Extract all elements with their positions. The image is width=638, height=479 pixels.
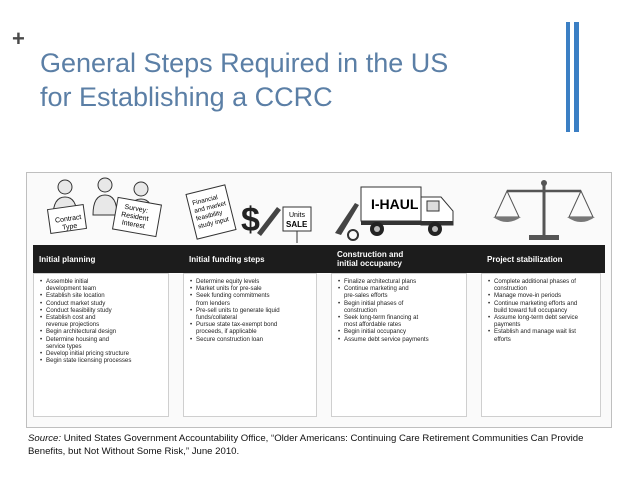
- list-item: Assume debt service payments: [338, 336, 462, 343]
- list-item: Establish site location: [40, 292, 164, 299]
- accent-bar-right: [574, 22, 579, 132]
- process-step: Initial planningAssemble initial develop…: [33, 245, 181, 421]
- list-item: Market units for pre-sale: [190, 285, 312, 292]
- list-item: Conduct feasibility study: [40, 307, 164, 314]
- list-item: Manage move-in periods: [488, 292, 596, 299]
- list-item: Continue marketing efforts and build tow…: [488, 300, 596, 314]
- scale-illustration: [493, 180, 595, 240]
- slide-title: General Steps Required in the US for Est…: [40, 46, 540, 114]
- list-item: Establish and manage wait list efforts: [488, 328, 596, 342]
- step-task-list: Finalize architectural plansContinue mar…: [338, 278, 462, 343]
- list-item: Determine housing and service types: [40, 336, 164, 350]
- list-item: Complete additional phases of constructi…: [488, 278, 596, 292]
- process-step: Project stabilizationComplete additional…: [481, 245, 605, 421]
- title-line-1: General Steps Required in the US: [40, 48, 449, 78]
- list-item: Begin initial phases of construction: [338, 300, 462, 314]
- step-task-panel: Complete additional phases of constructi…: [481, 273, 601, 417]
- step-label: Initial funding steps: [183, 245, 321, 273]
- step-arrow-icon: [469, 245, 479, 273]
- source-text: United States Government Accountability …: [28, 433, 584, 457]
- process-step: Initial funding stepsDetermine equity le…: [183, 245, 329, 421]
- process-diagram: Contract Type Survey: Resident Interest …: [26, 172, 612, 428]
- list-item: Determine equity levels: [190, 278, 312, 285]
- step-label-line-1: Initial funding steps: [189, 254, 265, 264]
- list-item: Assemble initial development team: [40, 278, 164, 292]
- funding-illustration: Financial and market feasibility study i…: [185, 184, 312, 243]
- step-label-text: Initial funding steps: [189, 255, 265, 264]
- step-label-line-2: initial occupancy: [337, 259, 402, 268]
- step-label-line-1: Construction and: [337, 250, 404, 259]
- list-item: Pursue state tax-exempt bond proceeds, i…: [190, 321, 312, 335]
- list-item: Develop initial pricing structure: [40, 350, 164, 357]
- planning-sign-text-4: Resident: [121, 211, 149, 223]
- list-item: Seek long-term financing at most afforda…: [338, 314, 462, 328]
- list-item: Begin state licensing processes: [40, 357, 164, 364]
- step-task-list: Assemble initial development teamEstabli…: [40, 278, 164, 365]
- list-item: Begin architectural design: [40, 328, 164, 335]
- step-label-text: Initial planning: [39, 255, 95, 264]
- title-line-2: for Establishing a CCRC: [40, 82, 333, 112]
- list-item: Seek funding commitments from lenders: [190, 292, 312, 306]
- step-task-list: Determine equity levelsMarket units for …: [190, 278, 312, 343]
- crane-hook-icon: [335, 203, 359, 235]
- planning-sign-text-5: Interest: [121, 219, 145, 230]
- list-item: Assume long-term debt service payments: [488, 314, 596, 328]
- step-label: Project stabilization: [481, 245, 605, 273]
- dollar-icon: $: [241, 201, 260, 239]
- step-task-panel: Determine equity levelsMarket units for …: [183, 273, 317, 417]
- planning-sign-text-3: Survey:: [124, 204, 149, 215]
- list-item: Establish cost and revenue projections: [40, 314, 164, 328]
- funding-sign-text-1: Units: [289, 212, 305, 219]
- list-item: Begin initial occupancy: [338, 328, 462, 335]
- planning-illustration: Contract Type Survey: Resident Interest: [46, 177, 163, 238]
- step-label-line-1: Initial planning: [39, 254, 96, 264]
- list-item: Continue marketing and pre-sales efforts: [338, 285, 462, 299]
- truck-text: I-HAUL: [371, 196, 419, 212]
- step-task-panel: Finalize architectural plansContinue mar…: [331, 273, 467, 417]
- step-label-line-1: Project stabilization: [487, 254, 563, 264]
- step-task-list: Complete additional phases of constructi…: [488, 278, 596, 343]
- source-lead: Source:: [28, 433, 62, 444]
- list-item: Finalize architectural plans: [338, 278, 462, 285]
- funding-sign-text-2: SALE: [286, 220, 308, 229]
- step-label: Initial planning: [33, 245, 173, 273]
- list-item: Pre-sell units to generate liquid funds/…: [190, 307, 312, 321]
- source-citation: Source: United States Government Account…: [28, 432, 618, 458]
- slide-plus-mark: +: [12, 26, 25, 51]
- step-label-text: Project stabilization: [487, 255, 563, 264]
- list-item: Secure construction loan: [190, 336, 312, 343]
- list-item: Conduct market study: [40, 300, 164, 307]
- planning-sign-text-2: Type: [62, 223, 78, 232]
- pen-icon: [257, 207, 281, 236]
- planning-sign-text-1: Contract: [55, 214, 82, 225]
- accent-bar-left: [566, 22, 570, 132]
- step-arrow-icon: [319, 245, 329, 273]
- construction-illustration: I-HAUL: [335, 186, 454, 241]
- step-arrow-icon: [171, 245, 181, 273]
- step-task-panel: Assemble initial development teamEstabli…: [33, 273, 169, 417]
